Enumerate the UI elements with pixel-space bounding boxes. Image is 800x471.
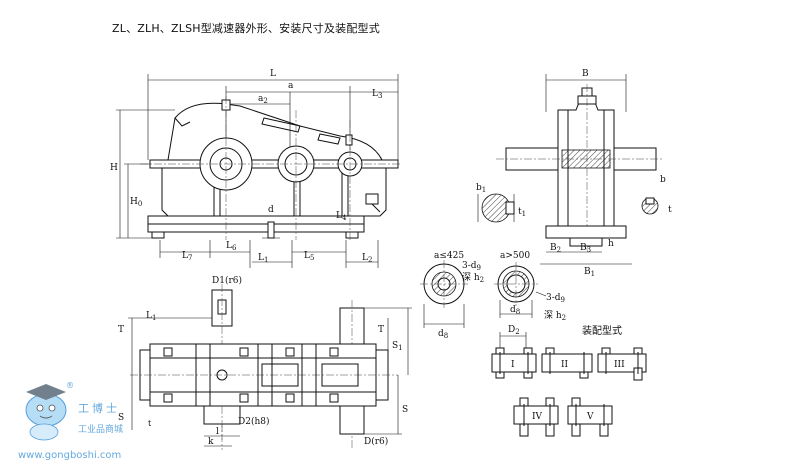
assembly-type-V: V (567, 397, 613, 437)
dim-t: t (668, 205, 672, 215)
dim-h: h (608, 239, 614, 249)
dim-L1: L1 (258, 253, 268, 264)
label-D2-assembly: D2 (508, 325, 520, 336)
dim-L2: L2 (362, 253, 372, 264)
label-a-le-425: a≤425 (434, 251, 464, 261)
dim-T: T (118, 325, 124, 335)
label-D: D(r6) (364, 436, 388, 447)
dim-a: a (288, 81, 294, 91)
label-depth-left: 深 h2 (462, 272, 484, 284)
dim-t-small: t (148, 419, 152, 428)
assembly-type-IV: IV (513, 397, 559, 437)
dim-B3: B3 (580, 243, 591, 254)
dim-k: k (208, 437, 214, 447)
type-IV-label: IV (532, 412, 543, 422)
dim-H: H (110, 163, 118, 173)
assembly-type-II: II (541, 347, 593, 379)
dim-S1: S1 (392, 341, 403, 352)
label-depth-right: 深 h2 (544, 310, 566, 322)
watermark-url: www.gongboshi.com (18, 450, 121, 461)
type-I-label: I (511, 360, 515, 370)
label-D1: D1(r6) (212, 275, 242, 286)
label-d8-left: d8 (438, 329, 448, 340)
type-II-label: II (561, 360, 569, 370)
label-holes-left: 3-d9 (462, 261, 481, 272)
watermark-brand: 工博士 (78, 402, 120, 415)
assembly-heading: 装配型式 (582, 324, 622, 337)
dim-S-right: S (402, 405, 408, 415)
dim-B: B (582, 69, 589, 79)
watermark-subtitle: 工业品商城 (78, 423, 123, 435)
dim-L-left: L1 (146, 311, 156, 322)
dim-B2: B2 (550, 243, 561, 254)
dim-b1: b1 (476, 183, 486, 194)
page-title: ZL、ZLH、ZLSH型减速器外形、安装尺寸及装配型式 (112, 22, 380, 35)
dim-L3: L3 (372, 89, 382, 100)
label-a-gt-500: a>500 (500, 251, 530, 261)
type-III-label: III (614, 360, 625, 370)
dim-B1: B1 (584, 267, 595, 278)
top-view: D1(r6) (118, 275, 412, 450)
dim-l: l (216, 427, 219, 437)
side-view: B b1 t1 b t B2 B3 h B1 (476, 69, 672, 278)
dim-S-lower: S (118, 413, 124, 423)
type-V-label: V (586, 412, 594, 422)
label-d8-right: d8 (510, 305, 520, 316)
dim-b: b (660, 175, 666, 185)
assembly-types: 装配型式 D2 I II (491, 324, 647, 437)
label-holes-right: 3-d9 (546, 293, 565, 304)
dim-L5: L5 (304, 251, 314, 262)
watermark: ® 工博士 工业品商城 www.gongboshi.com (18, 381, 123, 461)
dim-H0: H0 (130, 197, 142, 208)
dim-T-right: T (378, 325, 384, 335)
label-D2: D2(h8) (238, 416, 270, 427)
dim-L7: L7 (182, 251, 192, 262)
front-view: L a L3 a2 (110, 69, 400, 268)
registered-mark: ® (66, 381, 74, 390)
assembly-type-I: I (491, 347, 537, 379)
dim-L: L (270, 69, 276, 79)
dim-d: d (268, 205, 274, 215)
mascot-icon (25, 384, 67, 441)
dim-a2: a2 (258, 94, 268, 105)
dim-t1: t1 (518, 207, 526, 218)
assembly-type-III: III (597, 347, 647, 381)
dim-L6: L6 (226, 241, 237, 252)
dim-L4: L4 (336, 211, 347, 222)
flange-details: a≤425 a>500 3-d9 深 h2 d8 3-d9 深 h2 d8 (420, 251, 566, 340)
